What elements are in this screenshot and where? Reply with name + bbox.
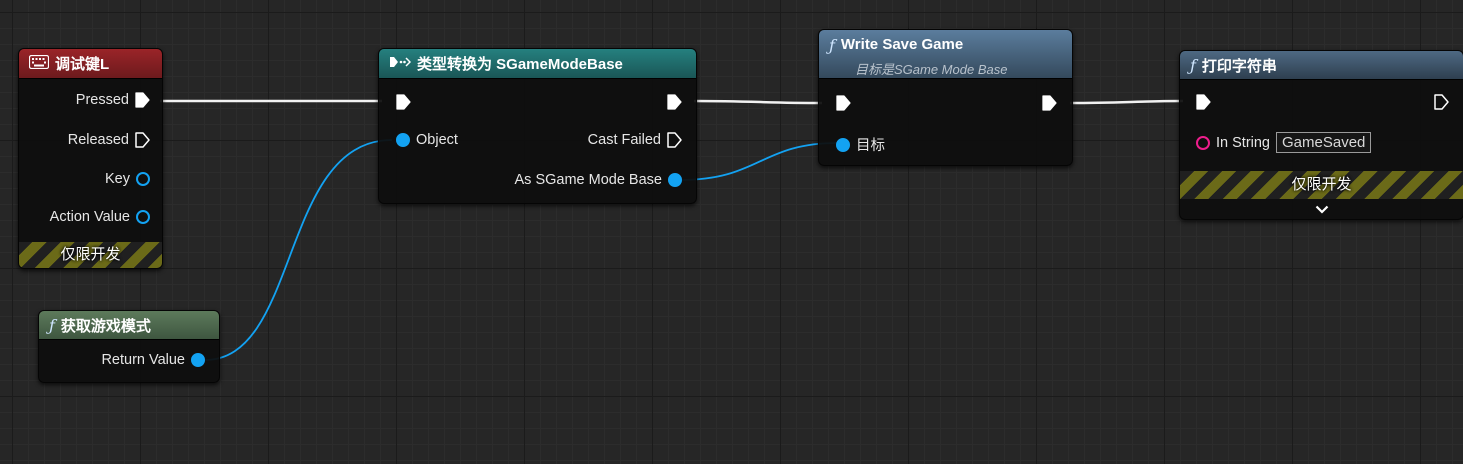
- as-sgame-mode-base-pin[interactable]: As SGame Mode Base: [514, 172, 682, 188]
- object-pin-icon[interactable]: [396, 133, 410, 147]
- exec-pin-filled-icon[interactable]: [667, 94, 682, 110]
- debug-key-node[interactable]: 调试键L Pressed Released Key Action Value 仅…: [18, 48, 163, 269]
- data-wire-cast-to-target: [679, 142, 839, 181]
- function-icon: ƒ: [829, 36, 835, 55]
- object-pin-icon[interactable]: [836, 137, 850, 152]
- exec-wire-cast-to-write: [693, 99, 823, 105]
- target-label: 目标: [856, 138, 885, 154]
- function-icon: ƒ: [49, 315, 55, 335]
- print-exec-out-pin[interactable]: [1434, 94, 1449, 110]
- write-save-game-node[interactable]: ƒ Write Save Game 目标是SGame Mode Base 目标: [818, 29, 1073, 166]
- object-pin-icon[interactable]: [191, 353, 205, 367]
- return-value-pin[interactable]: Return Value: [101, 352, 205, 368]
- exec-pin-filled-icon[interactable]: [1042, 95, 1057, 111]
- struct-pin-icon[interactable]: [136, 210, 150, 224]
- cast-exec-out-pin[interactable]: [667, 94, 682, 110]
- struct-pin-icon[interactable]: [136, 172, 150, 186]
- write-save-game-header[interactable]: ƒ Write Save Game 目标是SGame Mode Base: [819, 30, 1072, 79]
- return-value-label: Return Value: [101, 352, 185, 368]
- write-save-game-title: Write Save Game: [840, 36, 964, 53]
- object-pin-icon[interactable]: [668, 173, 682, 187]
- exec-pin-filled-icon[interactable]: [836, 95, 851, 111]
- write-exec-out-pin[interactable]: [1042, 95, 1057, 111]
- expand-toggle[interactable]: [1180, 199, 1463, 219]
- target-pin[interactable]: 目标: [836, 134, 885, 155]
- cast-failed-label: Cast Failed: [587, 132, 661, 148]
- dev-only-banner: 仅限开发: [1180, 171, 1463, 199]
- get-game-mode-header[interactable]: ƒ 获取游戏模式: [39, 311, 219, 340]
- cast-title: 类型转换为 SGameModeBase: [417, 56, 623, 73]
- keyboard-icon: [28, 54, 50, 73]
- print-string-node[interactable]: ƒ 打印字符串 In String GameSaved 仅限开发: [1179, 50, 1463, 220]
- exec-wire-write-to-print: [1069, 99, 1184, 105]
- exec-pin-filled-icon[interactable]: [1196, 94, 1211, 110]
- object-label: Object: [416, 132, 458, 148]
- key-pin[interactable]: Key: [105, 171, 150, 187]
- pressed-pin[interactable]: Pressed: [76, 92, 150, 108]
- get-game-mode-node[interactable]: ƒ 获取游戏模式 Return Value: [38, 310, 220, 383]
- chevron-down-icon[interactable]: [1315, 205, 1329, 214]
- released-label: Released: [67, 132, 129, 148]
- write-save-game-subtitle: 目标是SGame Mode Base: [855, 62, 1008, 77]
- cast-node[interactable]: 类型转换为 SGameModeBase Object Cast Failed A…: [378, 48, 697, 204]
- data-wire-gamemode-to-object: [204, 139, 393, 361]
- exec-pin-hollow-icon[interactable]: [135, 132, 150, 148]
- dev-only-label: 仅限开发: [60, 246, 121, 263]
- in-string-input[interactable]: GameSaved: [1276, 132, 1372, 153]
- debug-key-title: 调试键L: [55, 56, 110, 73]
- action-value-pin[interactable]: Action Value: [50, 209, 150, 225]
- cast-exec-in-pin[interactable]: [396, 94, 411, 110]
- in-string-label: In String: [1216, 134, 1270, 151]
- exec-pin-filled-icon[interactable]: [135, 92, 150, 108]
- in-string-pin[interactable]: In String GameSaved: [1196, 132, 1372, 153]
- write-exec-in-pin[interactable]: [836, 95, 851, 111]
- function-icon: ƒ: [1190, 55, 1196, 75]
- pressed-label: Pressed: [75, 92, 129, 108]
- dev-only-label: 仅限开发: [1291, 176, 1352, 193]
- cast-failed-pin[interactable]: Cast Failed: [588, 132, 682, 148]
- key-label: Key: [105, 171, 130, 187]
- cast-icon: [389, 55, 412, 72]
- exec-pin-hollow-icon[interactable]: [667, 132, 682, 148]
- debug-key-header[interactable]: 调试键L: [19, 49, 162, 79]
- string-pin-icon[interactable]: [1196, 135, 1210, 150]
- exec-pin-filled-icon[interactable]: [396, 94, 411, 110]
- action-value-label: Action Value: [49, 209, 130, 225]
- print-exec-in-pin[interactable]: [1196, 94, 1211, 110]
- exec-pin-hollow-icon[interactable]: [1434, 94, 1449, 110]
- object-pin[interactable]: Object: [396, 132, 458, 148]
- as-sgame-mode-base-label: As SGame Mode Base: [514, 172, 663, 188]
- print-string-header[interactable]: ƒ 打印字符串: [1180, 51, 1463, 80]
- cast-header[interactable]: 类型转换为 SGameModeBase: [379, 49, 696, 79]
- get-game-mode-title: 获取游戏模式: [60, 317, 151, 335]
- print-string-title: 打印字符串: [1201, 57, 1277, 75]
- released-pin[interactable]: Released: [68, 132, 150, 148]
- dev-only-banner: 仅限开发: [19, 242, 162, 268]
